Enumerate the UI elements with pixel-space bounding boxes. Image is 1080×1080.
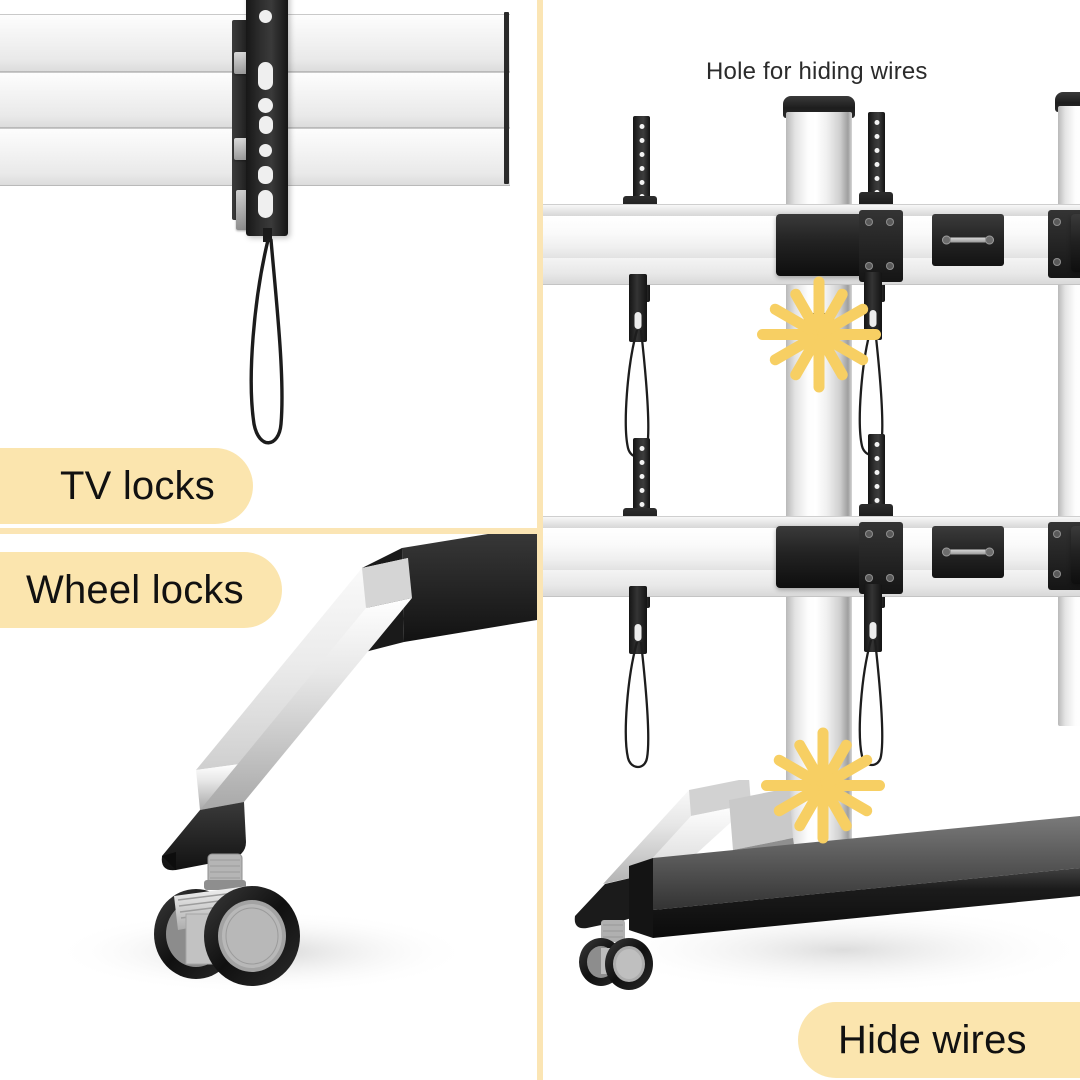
clamp-bolt	[886, 218, 894, 226]
tv-lock-cord-lower-left	[624, 642, 650, 769]
vesa-hook-slot	[869, 622, 877, 639]
vesa-hook-slot	[869, 310, 877, 327]
label-hide-wires: Hide wires	[838, 1018, 1027, 1062]
column-clamp-lower	[776, 526, 864, 588]
accessory-plate-bolt	[985, 547, 994, 557]
tv-lock-pull-cord	[249, 228, 284, 445]
tv-rail-end-cap	[504, 12, 509, 184]
accessory-plate-bar	[946, 549, 990, 555]
bracket-slot	[258, 62, 273, 90]
tv-mount-bracket	[246, 0, 288, 236]
bracket-slot	[259, 144, 272, 157]
clamp-bolt	[865, 530, 873, 538]
column-clamp-right-upper	[1071, 214, 1080, 272]
accessory-plate-lower	[932, 526, 1004, 578]
clamp-bolt	[865, 218, 873, 226]
vesa-hook-upper-right	[864, 272, 882, 340]
vesa-hook-lower-left	[629, 586, 647, 654]
bracket-hardware-nub	[236, 190, 249, 230]
vesa-hook-slot	[634, 312, 642, 329]
accessory-plate-bolt	[985, 235, 994, 245]
clamp-bolt	[865, 262, 873, 270]
accessory-plate-bolt	[942, 235, 951, 245]
bracket-slot	[258, 190, 273, 218]
column-clamp-right-lower	[1071, 526, 1080, 584]
base-beam-top	[653, 816, 1080, 910]
clamp-plate-upper	[859, 210, 903, 282]
burst-ray	[823, 780, 885, 791]
clamp-plate-lower	[859, 522, 903, 594]
cart-leg-and-caster	[52, 534, 537, 994]
label-wheel-locks: Wheel locks	[26, 568, 244, 612]
label-pill-tv-locks: TV locks	[0, 448, 253, 524]
accessory-plate-bar	[946, 237, 990, 243]
caption-hole-for-hiding-wires: Hole for hiding wires	[706, 58, 928, 85]
vesa-hook-slot	[634, 624, 642, 641]
crossbar-top-face	[543, 204, 1080, 217]
tv-lock-cord-lower-right	[858, 640, 884, 767]
cart-assembly	[543, 0, 1080, 1080]
clamp-bolt	[886, 574, 894, 582]
right-column	[1058, 106, 1080, 726]
bracket-slot	[258, 166, 273, 184]
clamp-bolt	[1053, 530, 1061, 538]
burst-ray	[819, 329, 881, 340]
base-beam-face	[653, 868, 1080, 938]
label-tv-locks: TV locks	[60, 464, 215, 508]
clamp-bolt	[1053, 258, 1061, 266]
vesa-hook-lower-right	[864, 584, 882, 652]
panel-hide-wires	[543, 0, 1080, 1080]
clamp-bolt	[1053, 218, 1061, 226]
column-clamp-upper	[776, 214, 864, 276]
bracket-slot	[258, 98, 273, 113]
vesa-hook-upper-left	[629, 274, 647, 342]
accessory-plate-bolt	[942, 547, 951, 557]
callout-upper-cable-hole	[718, 240, 918, 420]
panel-tv-locks	[0, 0, 537, 528]
clamp-bolt	[865, 574, 873, 582]
bracket-slot	[259, 10, 272, 23]
crossbar-top-face	[543, 516, 1080, 529]
clamp-bolt	[886, 530, 894, 538]
label-pill-hide-wires: Hide wires	[798, 1002, 1080, 1078]
panel-divider-horizontal	[0, 528, 543, 534]
label-pill-wheel-locks: Wheel locks	[0, 552, 282, 628]
bracket-slot	[259, 116, 273, 134]
cart-base	[574, 780, 1080, 994]
panel-divider-vertical	[537, 0, 543, 1080]
accessory-plate-upper	[932, 214, 1004, 266]
clamp-bolt	[886, 262, 894, 270]
clamp-bolt	[1053, 570, 1061, 578]
callout-lower-cable-hole	[723, 690, 923, 870]
